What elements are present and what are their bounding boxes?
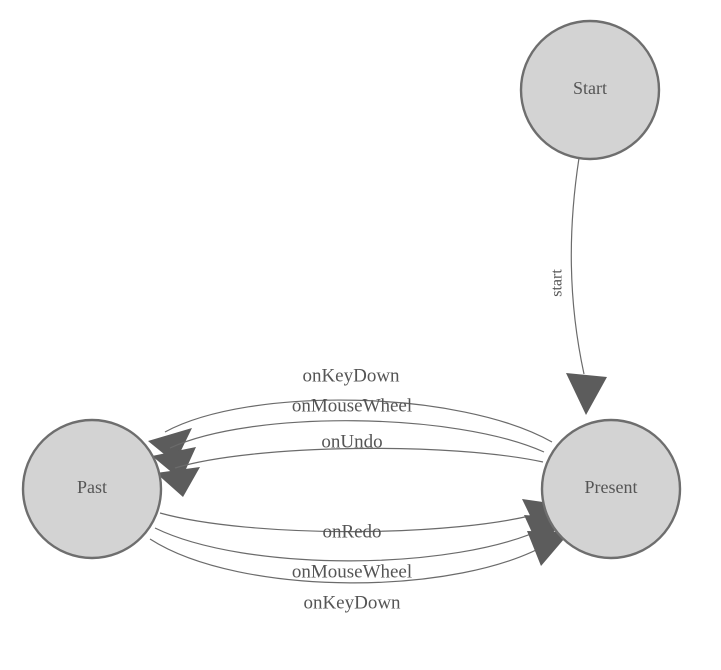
- node-present[interactable]: Present: [540, 418, 682, 560]
- edge-group: [148, 157, 607, 584]
- arrowhead-into-past-3: [156, 467, 200, 497]
- arrowhead-into-past-1: [148, 428, 192, 463]
- node-past-label: Past: [77, 477, 107, 497]
- edge-label-start: start: [549, 269, 566, 297]
- edge-present-past-onkeydown[interactable]: [148, 399, 553, 463]
- edge-label-past-present-onredo: onRedo: [322, 521, 381, 542]
- node-past[interactable]: Past: [21, 418, 163, 560]
- node-present-label: Present: [585, 477, 638, 497]
- edge-label-group: start onKeyDown onMouseWheel onUndo onRe…: [292, 269, 566, 614]
- edge-label-past-present-onkeydown: onKeyDown: [303, 592, 401, 613]
- edge-past-present-onkeydown-path: [149, 538, 552, 584]
- edge-label-present-past-onkeydown: onKeyDown: [302, 365, 400, 386]
- edge-present-past-onmousewheel[interactable]: [152, 420, 545, 480]
- arrowhead-into-past-2: [152, 447, 196, 480]
- edge-label-past-present-onmousewheel: onMouseWheel: [292, 561, 412, 582]
- node-start-label: Start: [573, 78, 607, 98]
- node-start[interactable]: Start: [519, 19, 661, 161]
- edge-start-present-path: [570, 157, 585, 375]
- arrowhead-into-present-top: [566, 373, 607, 415]
- node-start-circle: [519, 19, 661, 161]
- edge-label-present-past-onmousewheel: onMouseWheel: [292, 395, 412, 416]
- edge-present-past-onmousewheel-path: [169, 420, 545, 453]
- edge-present-past-onkeydown-path: [164, 399, 553, 443]
- edge-present-past-onundo[interactable]: [156, 447, 544, 497]
- edge-past-present-onmousewheel-path: [154, 526, 548, 562]
- edge-start-present[interactable]: [566, 157, 607, 415]
- node-present-circle: [540, 418, 682, 560]
- node-group: Start Past Present: [21, 19, 682, 560]
- arrowhead-into-present-3: [527, 531, 570, 566]
- edge-past-present-onkeydown[interactable]: [149, 531, 570, 584]
- edge-label-present-past-onundo: onUndo: [321, 431, 382, 452]
- edge-past-present-onredo-path: [159, 511, 546, 533]
- node-past-circle: [21, 418, 163, 560]
- edge-present-past-onundo-path: [174, 447, 544, 469]
